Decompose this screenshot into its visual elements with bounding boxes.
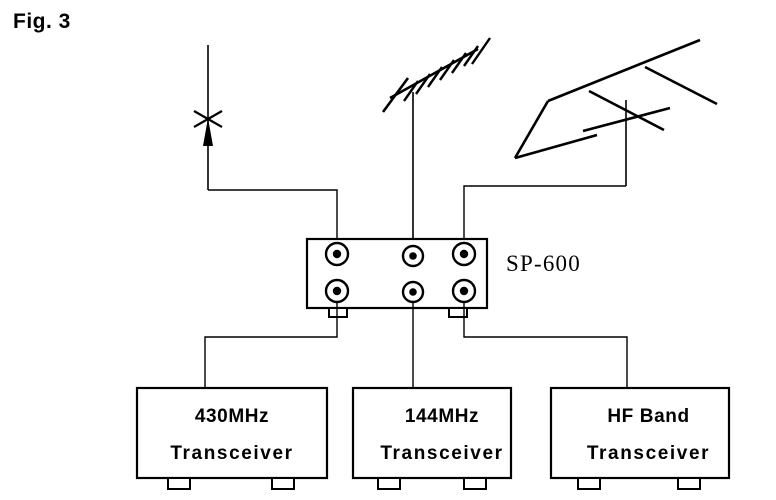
transceiver-port-1[interactable] [324, 278, 350, 304]
antenna-port-1[interactable] [324, 241, 350, 267]
feedline-hf [463, 185, 626, 239]
feedline-whip [208, 189, 338, 239]
transceiver-port-2[interactable] [401, 280, 425, 304]
transceiver-430-line1: 430MHz [194, 406, 270, 427]
transceiver-hf-box[interactable] [549, 386, 731, 490]
transceiver-430-box[interactable] [135, 386, 329, 490]
beam-antenna-hf [513, 38, 718, 186]
feedline-transceiver-430 [204, 302, 338, 388]
transceiver-hf-line1: HF Band [607, 406, 690, 427]
sp600-label: SP-600 [506, 251, 581, 276]
transceiver-144-line1: 144MHz [404, 406, 480, 427]
transceiver-144-box[interactable] [351, 386, 513, 490]
antenna-port-3[interactable] [451, 241, 477, 267]
antenna-port-2[interactable] [401, 244, 425, 268]
transceiver-430-line2: Transceiver [170, 443, 294, 464]
transceiver-port-3[interactable] [451, 278, 477, 304]
sp600-unit[interactable] [305, 237, 489, 318]
transceiver-hf-line2: Transceiver [586, 443, 711, 464]
transceiver-144-line2: Transceiver [380, 443, 504, 464]
yagi-antenna-uhf [381, 37, 491, 239]
whip-antenna [193, 45, 223, 190]
figure-label: Fig. 3 [13, 10, 71, 33]
feedline-transceiver-hf [463, 302, 628, 388]
